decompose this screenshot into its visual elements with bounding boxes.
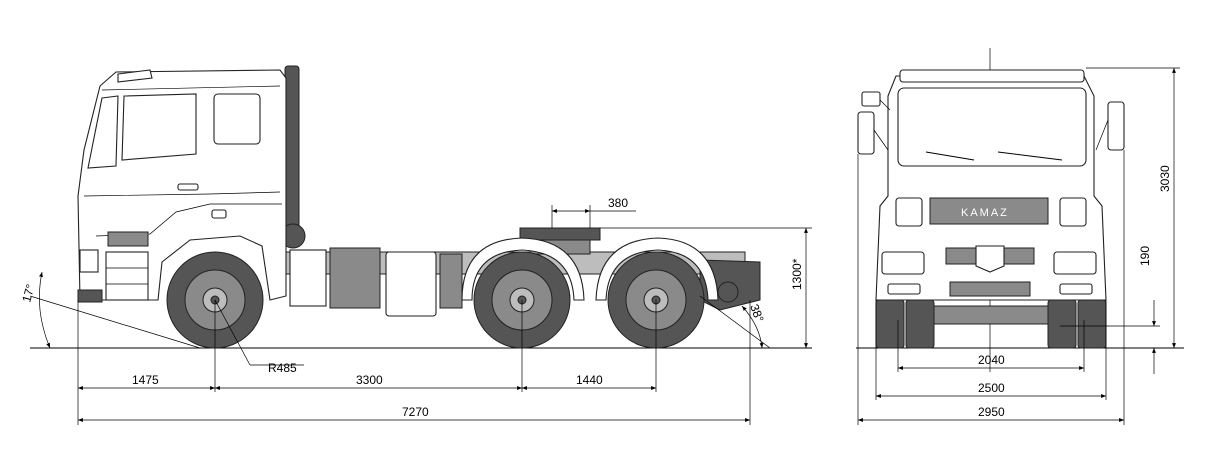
front-wheel-left-inner	[905, 299, 935, 349]
departure-angle: 38°	[699, 295, 771, 349]
front-wheel-right-outer	[1077, 299, 1107, 349]
headlight-upper-left	[895, 197, 923, 227]
dim-wheelbase-2-label: 1440	[576, 373, 603, 387]
door-window	[121, 93, 197, 161]
mudflap-bracket	[717, 281, 739, 303]
exhaust-stack	[284, 65, 300, 247]
cab-belt-line	[83, 191, 281, 197]
radius-label: R485	[268, 361, 297, 375]
dim-front-overhang-label: 1475	[132, 373, 159, 387]
brand-logo: KAMAZ	[961, 207, 1009, 219]
dimension-height: 3030	[1086, 67, 1180, 348]
dimension-fifth-wheel-offset: 380	[551, 196, 636, 228]
mirror-right	[1107, 101, 1125, 151]
cab-step-light	[211, 209, 227, 219]
dim-fifth-wheel-offset-label: 380	[608, 196, 628, 210]
front-windshield	[897, 87, 1087, 167]
cab-roof-line	[101, 85, 281, 91]
departure-angle-label: 38°	[747, 302, 766, 324]
dimension-body-width: 2500	[876, 381, 1106, 398]
roof-visor	[117, 69, 153, 83]
approach-angle: 17°	[19, 271, 201, 349]
front-emblem	[975, 245, 1005, 273]
dim-mirror-width-label: 2950	[978, 405, 1005, 419]
side-view: 17° 38° R485 1475 3300	[19, 65, 812, 425]
mirror-left	[857, 111, 875, 155]
dim-total-length-label: 7270	[402, 405, 429, 419]
front-bumper-end	[77, 289, 103, 303]
front-grille	[929, 197, 1049, 225]
dim-body-width-label: 2500	[978, 381, 1005, 395]
fuel-tank	[385, 251, 437, 317]
front-lamp	[79, 249, 99, 273]
dimension-fifth-wheel-height: 1300*	[600, 227, 812, 348]
fender-rear-1	[461, 237, 585, 301]
tool-box	[289, 249, 327, 307]
wiper-right	[997, 151, 1063, 161]
wiper-left	[925, 151, 975, 161]
front-wheel-left-outer	[875, 299, 905, 349]
dim-height-label: 3030	[1158, 165, 1172, 192]
rear-cab-window	[213, 93, 261, 145]
dimension-mirror-width: 2950	[858, 405, 1124, 422]
mirror-left-small	[861, 91, 881, 107]
windshield-side	[87, 95, 119, 169]
air-tanks	[439, 253, 463, 309]
dimension-wheelbase-1: 3300	[215, 373, 522, 390]
dimension-track: 2040	[898, 353, 1084, 370]
dim-wheelbase-1-label: 3300	[356, 373, 383, 387]
dimension-wheelbase-2: 1440	[522, 373, 656, 390]
dim-track-label: 2040	[978, 353, 1005, 367]
roof-marker-bar	[899, 69, 1085, 83]
dimension-total-length: 7270	[78, 405, 750, 422]
radius-callout: R485	[214, 299, 304, 375]
fender-rear-2	[595, 237, 719, 301]
dim-fifth-wheel-height-label: 1300*	[790, 258, 804, 290]
headlight-side	[107, 231, 149, 247]
headlight-lower-right	[1053, 251, 1097, 275]
fifth-wheel	[519, 227, 601, 241]
front-wheel-right-inner	[1047, 299, 1077, 349]
front-axle	[933, 305, 1049, 325]
battery-box	[329, 247, 381, 309]
fog-light-left	[887, 283, 921, 295]
step-box	[105, 251, 149, 301]
bumper-slot	[949, 281, 1031, 297]
door-handle	[177, 183, 199, 191]
mirror-arms	[873, 99, 1109, 151]
dimension-clearance: 190	[1060, 246, 1160, 374]
dimension-front-overhang: 1475	[78, 373, 215, 390]
dim-clearance-label: 190	[1138, 246, 1152, 266]
headlight-lower-left	[881, 251, 925, 275]
front-view: KAMAZ 3030 190 2040	[856, 48, 1184, 425]
approach-angle-label: 17°	[19, 282, 37, 303]
fog-light-right	[1059, 283, 1093, 295]
headlight-upper-right	[1059, 197, 1087, 227]
